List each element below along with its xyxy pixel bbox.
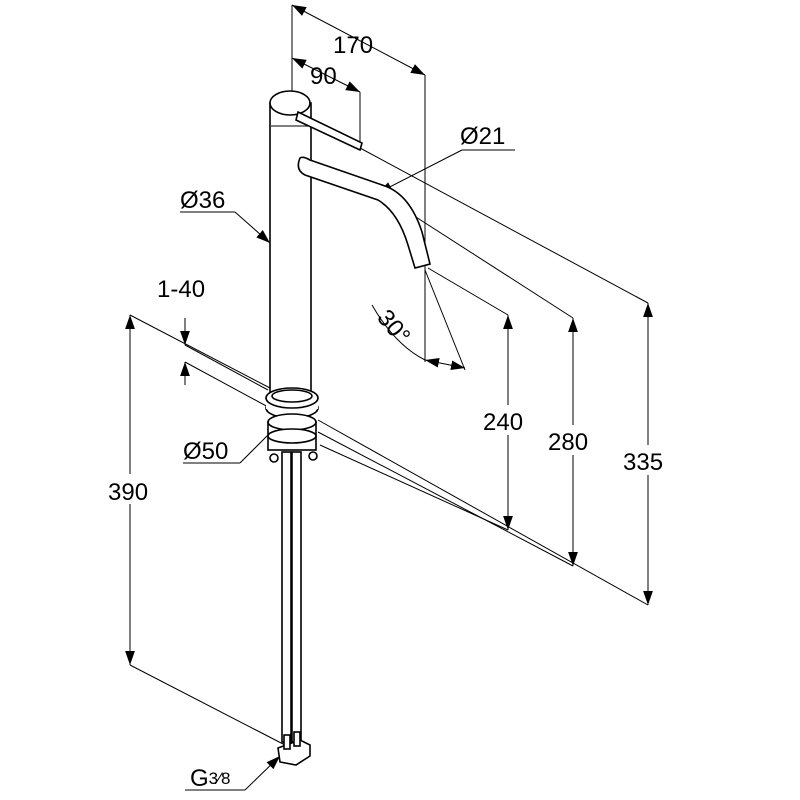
hose-left	[281, 451, 292, 743]
hose-right	[291, 451, 302, 743]
lever-handle	[295, 110, 363, 152]
dimension-labels: 170 90 Ø21 Ø36 30° 1-40 390 240 280 335 …	[106, 32, 673, 792]
dim-390: 390	[108, 479, 148, 506]
dim-280: 280	[548, 429, 588, 456]
spout	[297, 156, 431, 269]
dim-335: 335	[623, 449, 663, 476]
dim-connection: G3⁄8	[190, 765, 230, 792]
dim-170: 170	[333, 32, 373, 59]
dim-counter-thickness: 1-40	[157, 276, 205, 303]
dimension-lines	[125, 4, 653, 791]
dim-spout-diameter: Ø21	[460, 123, 505, 150]
dim-angle: 30°	[371, 305, 415, 350]
connection-fraction: 3⁄8	[209, 769, 231, 788]
faucet-body	[265, 90, 431, 766]
dim-90: 90	[310, 63, 337, 90]
dim-base-diameter: Ø50	[183, 438, 228, 465]
dim-240: 240	[483, 409, 523, 436]
connection-thread: G	[190, 765, 209, 792]
dim-body-diameter: Ø36	[180, 187, 225, 214]
